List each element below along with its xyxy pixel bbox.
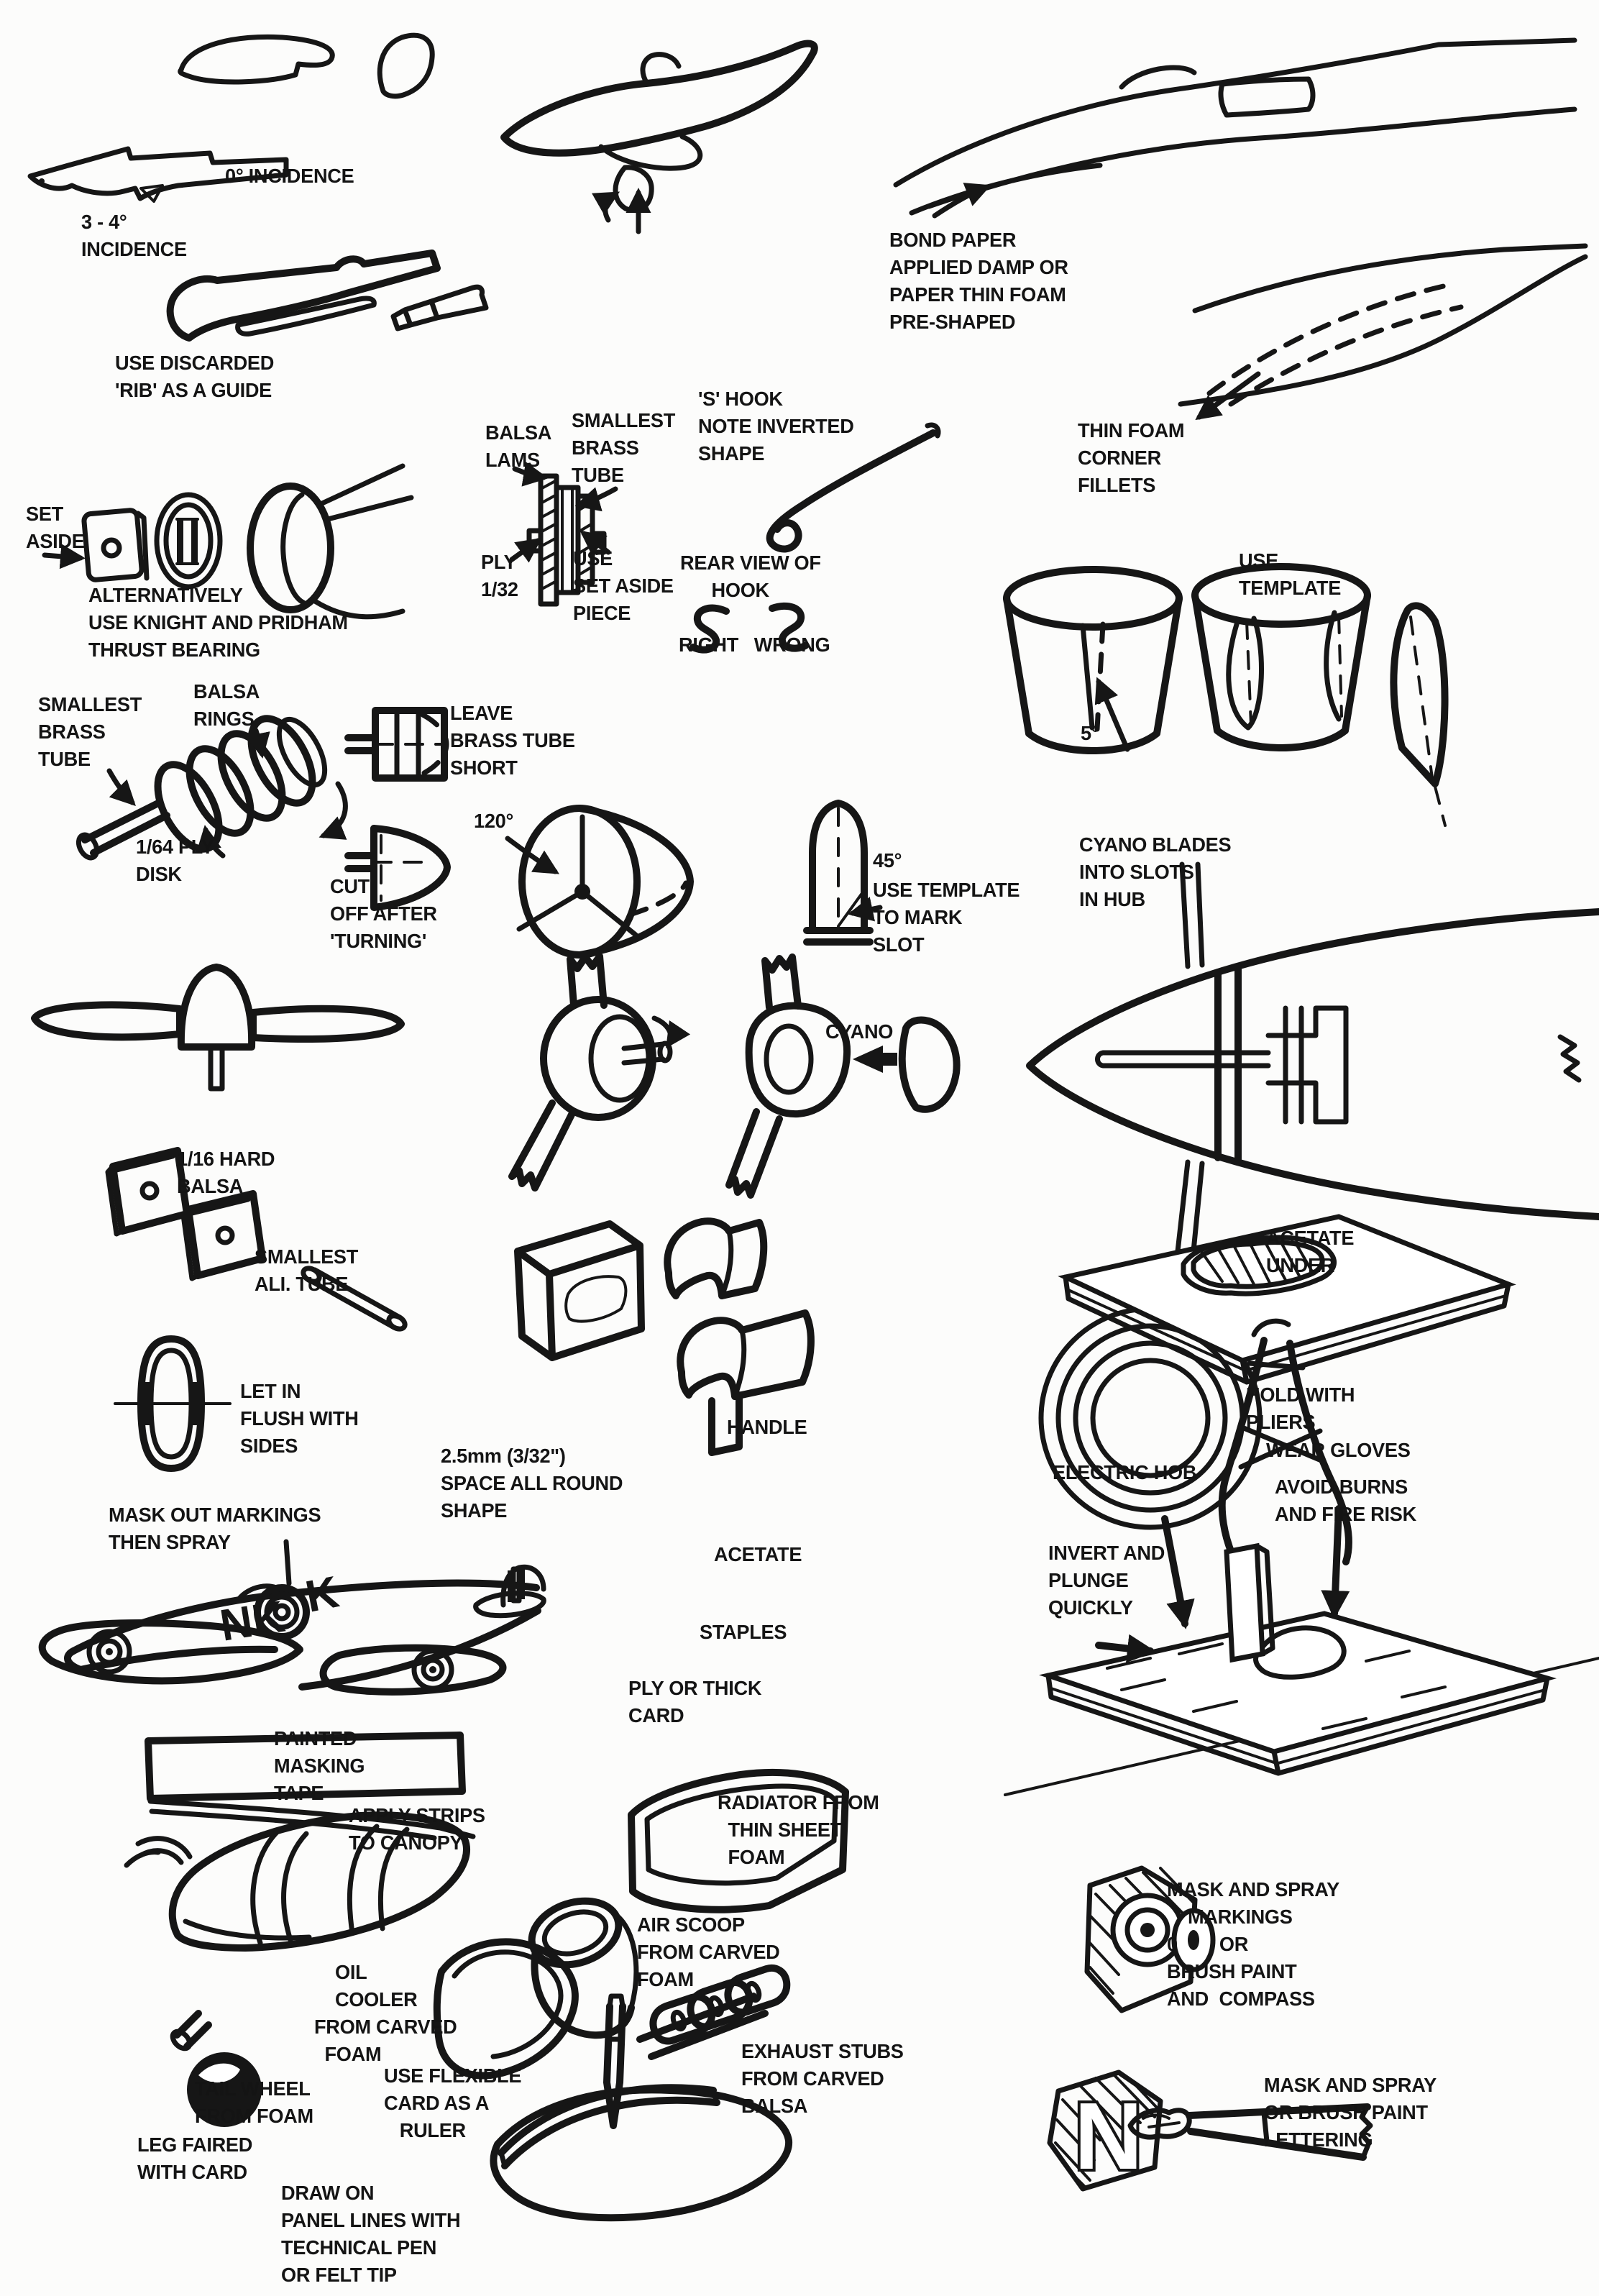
label-hard-balsa: 1/16 HARD BALSA [177,1148,275,1197]
propeller-side-sketch [31,964,405,1092]
cup-templates-sketch [1003,563,1449,827]
label-smallest-brass-tube-left: SMALLEST BRASS TUBE [38,693,142,770]
electric-hob-sketch [1038,1214,1516,1571]
label-s-hook: 'S' HOOK NOTE INVERTED SHAPE [698,388,854,465]
label-smallest-brass-tube-top: SMALLEST BRASS TUBE [572,409,676,486]
label-bond-paper: BOND PAPER APPLIED DAMP OR PAPER THIN FO… [889,229,1068,333]
label-handle: HANDLE [727,1416,807,1438]
label-cut-off-after-turning: CUT OFF AFTER 'TURNING' [330,875,437,952]
slot-template-sketch [803,800,883,946]
tail-wheel-sketch [170,2010,262,2127]
rib-offcuts-sketch [178,32,435,99]
label-space-all-round: 2.5mm (3/32") SPACE ALL ROUND SHAPE [441,1445,623,1522]
cyano-hub-sketch [725,953,961,1199]
label-mask-spray-lettering: MASK AND SPRAY OR BRUSH PAINT LETTERING [1264,2074,1437,2151]
label-ply-disk: 1/64 PLY DISK [136,836,214,885]
oval-ring-sketch [114,1335,232,1472]
panel-lines-sketch [490,1993,793,2222]
label-incidence-0: 0° INCIDENCE [225,165,354,187]
label-deg-45: 45° [873,849,902,872]
label-set-aside: SET ASIDE [26,503,85,552]
label-staples: STAPLES [700,1621,787,1643]
thrust-bearing-sketch [42,463,414,620]
label-use-discarded-rib: USE DISCARDED 'RIB' AS A GUIDE [115,352,275,401]
label-air-scoop: AIR SCOOP FROM CARVED FOAM [637,1913,780,1990]
prop-hub-sketch [508,953,691,1192]
nose-cross-section-sketch [1026,861,1599,1268]
fuselage-code-nk: NK [216,1592,288,1651]
label-use-flexible-card: USE FLEXIBLE CARD AS A RULER [384,2064,522,2141]
s-hook-sketch [766,422,941,553]
canopy-strips-sketch [124,1811,470,1952]
radiator-sketch [628,1769,849,1913]
label-deg-120: 120° [474,810,514,832]
label-incidence-3-4: 3 - 4° INCIDENCE [81,211,187,260]
label-radiator: RADIATOR FROM THIN SHEET FOAM [718,1791,879,1868]
carved-cowl-sketch [664,1217,815,1456]
wing-section-sketch [27,146,289,203]
label-wear-gloves: WEAR GLOVES [1266,1439,1411,1461]
lettering-brush-sketch: N [1047,2069,1373,2192]
label-painted-masking-tape: PAINTED MASKING TAPE [274,1727,365,1804]
label-smallest-ali-tube: SMALLEST ALI. TUBE [255,1245,359,1295]
spinner-blank-sketch [75,715,348,861]
label-cyano: CYANO [825,1020,894,1043]
discarded-rib-sketch [166,250,489,342]
label-rear-view-of-hook: REAR VIEW OF HOOK [680,552,821,601]
exhaust-stubs-sketch [636,1965,791,2060]
label-acetate: ACETATE [714,1543,802,1565]
oil-cooler-sketch [433,1938,579,2080]
masking-tape-sketch [145,1732,476,1841]
label-acetate-under: ACETATE UNDER [1266,1227,1355,1276]
label-alternatively-thrust-bearing: ALTERNATIVELY USE KNIGHT AND PRIDHAM THR… [88,584,348,661]
label-cyano-blades: CYANO BLADES INTO SLOTS IN HUB [1079,833,1232,910]
label-oil-cooler: OIL COOLER FROM CARVED FOAM [314,1961,457,2065]
label-electric-hob: ELECTRIC HOB [1053,1461,1197,1483]
foam-fillet-fuselage-sketch [1178,243,1588,421]
label-ply-or-thick-card: PLY OR THICK CARD [628,1677,762,1726]
spitfire-markings-sketch: NK K [38,1539,546,1696]
label-invert-and-plunge: INVERT AND PLUNGE QUICKLY [1048,1542,1165,1619]
label-use-set-aside-piece: USE SET ASIDE PIECE [573,547,674,624]
balsa-lams-section-sketch [509,462,618,607]
label-leg-faired: LEG FAIRED WITH CARD [137,2133,253,2183]
label-use-template-to-mark-slot: USE TEMPLATE TO MARK SLOT [873,879,1020,956]
label-deg-5: 5° [1081,722,1099,744]
label-ply-1-32: PLY 1/32 [481,551,518,600]
airplane-three-quarter-sketch [500,40,818,234]
invert-plunge-sketch [1004,1505,1599,1796]
label-avoid-burns: AVOID BURNS AND FIRE RISK [1275,1476,1416,1525]
label-thin-foam-corner-fillets: THIN FOAM CORNER FILLETS [1078,419,1185,496]
label-let-in-flush: LET IN FLUSH WITH SIDES [240,1380,359,1457]
spinner-120-sketch [505,805,694,959]
label-apply-strips-to-canopy: APPLY STRIPS TO CANOPY [349,1804,485,1854]
label-hold-with-pliers: HOLD WITH PLIERS [1246,1383,1355,1433]
label-use-template-right: USE TEMPLATE [1239,549,1342,599]
label-tail-wheel: TAIL WHEEL FROM FOAM [195,2077,313,2127]
turning-blank-sketch [344,707,451,911]
roundel-markings-sketch [1084,1865,1216,2013]
hook-rear-view-sketch [689,602,809,654]
label-balsa-rings: BALSA RINGS [193,680,260,730]
label-mask-spray-markings: MASK AND SPRAY MARKINGS 0 OR BRUSH PAINT… [1167,1878,1339,2010]
label-exhaust-stubs: EXHAUST STUBS FROM CARVED BALSA [741,2040,904,2117]
label-leave-brass-tube-short: LEAVE BRASS TUBE SHORT [450,702,575,779]
balsa-squares-sketch [105,1147,408,1332]
label-mask-out-markings: MASK OUT MARKINGS THEN SPRAY [109,1504,321,1553]
label-right-wrong: RIGHT WRONG [679,634,830,656]
label-balsa-lams: BALSA LAMS [485,421,552,471]
balsa-block-sketch [514,1220,645,1361]
letter-n: N [1074,2083,1142,2189]
fuselage-bond-paper-sketch [893,37,1577,219]
label-draw-on-panel-lines: DRAW ON PANEL LINES WITH TECHNICAL PEN O… [281,2182,461,2286]
